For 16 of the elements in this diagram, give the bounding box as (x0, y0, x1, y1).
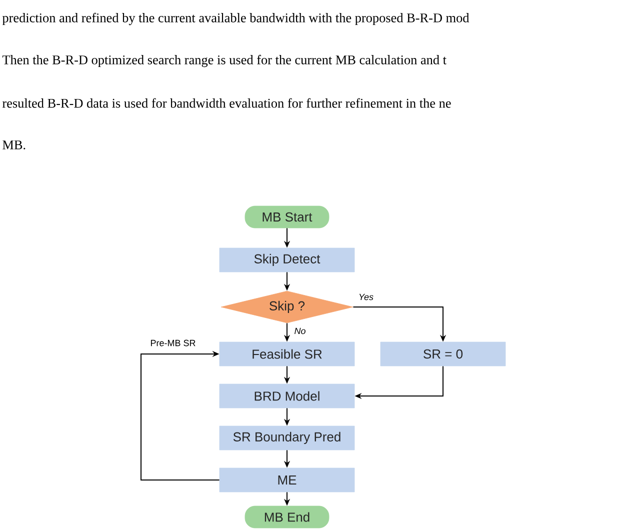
process-box: BRD Model (219, 384, 355, 408)
terminal-box: MB Start (244, 206, 330, 228)
edge-label: Pre-MB SR (149, 338, 197, 348)
terminal-box: MB End (244, 506, 330, 528)
process-box: ME (219, 468, 355, 492)
edge-label: Yes (358, 292, 375, 302)
edge-label: No (293, 326, 307, 336)
arrow (140, 350, 220, 480)
process-box: SR = 0 (380, 342, 506, 366)
process-box: Feasible SR (219, 342, 355, 366)
text-line: Then the B-R-D optimized search range is used for the current MB calculation and t (2, 54, 446, 68)
process-box: SR Boundary Pred (219, 426, 355, 450)
process-box: Skip Detect (219, 248, 355, 272)
text-line: resulted B-R-D data is used for bandwidth evaluation for further refinement in the ne (2, 98, 451, 108)
text-line: MB. (2, 140, 26, 150)
text-line: prediction and refined by the current available bandwidth with the proposed B-R-D mod (2, 12, 470, 26)
